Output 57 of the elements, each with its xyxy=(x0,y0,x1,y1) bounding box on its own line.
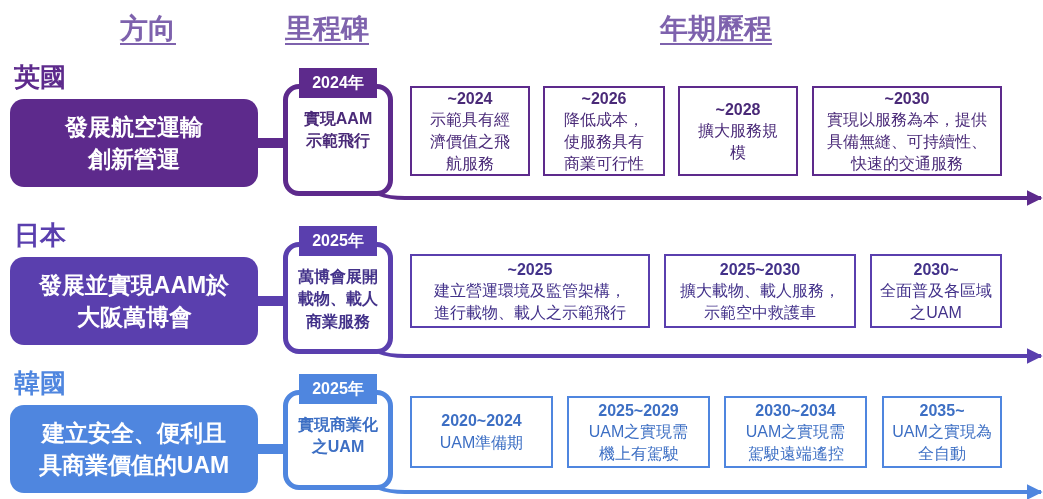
period-heading: ~2025 xyxy=(507,259,553,280)
period-heading: ~2028 xyxy=(715,99,761,120)
timeline-box xyxy=(678,86,798,176)
country-name: 韓國 xyxy=(14,367,66,400)
year-tab: 2024年 xyxy=(299,68,377,98)
period-text: 實現以服務為本，提供具備無縫、可持續性、快速的交通服務 xyxy=(826,110,988,174)
direction-box xyxy=(10,257,258,345)
period-text: 降低成本，使服務具有商業可行性 xyxy=(563,110,645,174)
period-heading: 2025~2029 xyxy=(598,400,679,421)
period-text: UAM之實現需機上有駕駛 xyxy=(587,422,690,464)
period-heading: ~2024 xyxy=(447,88,493,109)
period-heading: 2020~2024 xyxy=(441,411,522,432)
year-tab: 2025年 xyxy=(299,226,377,256)
period-heading: 2025~2030 xyxy=(719,259,801,280)
timeline-box xyxy=(882,396,1002,468)
timeline-box xyxy=(410,396,553,468)
column-heading: 里程碑 xyxy=(285,12,369,46)
period-text: 全面普及各區域之UAM xyxy=(880,281,992,323)
direction-box xyxy=(10,405,258,493)
period-text: UAM之實現為全自動 xyxy=(892,422,992,464)
timeline-box xyxy=(410,86,530,176)
connector xyxy=(258,138,283,148)
timeline-box xyxy=(870,254,1002,328)
timeline-arrow xyxy=(378,190,1043,206)
timeline-box xyxy=(812,86,1002,176)
timeline-arrow xyxy=(378,484,1043,499)
period-text: 擴大服務規模 xyxy=(697,121,779,163)
direction-text: 發展航空運輸創新營運 xyxy=(64,112,204,174)
period-text: UAM準備期 xyxy=(439,433,524,453)
country-name: 英國 xyxy=(14,61,66,94)
period-text: 示範具有經濟價值之飛航服務 xyxy=(429,110,511,174)
period-heading: 2035~ xyxy=(919,400,965,421)
timeline-box xyxy=(410,254,650,328)
milestone-text: 萬博會展開載物、載人商業服務 xyxy=(297,267,379,332)
timeline-box xyxy=(724,396,867,468)
period-text: 擴大載物、載人服務，示範空中救護車 xyxy=(679,281,841,323)
timeline-box xyxy=(567,396,710,468)
timeline-box xyxy=(664,254,856,328)
milestone-text: 實現AAM示範飛行 xyxy=(302,109,374,152)
period-heading: ~2030 xyxy=(884,88,930,109)
milestone-text: 實現商業化之UAM xyxy=(297,415,379,458)
period-text: 建立營運環境及監管架構，進行載物、載人之示範飛行 xyxy=(433,281,627,323)
period-heading: 2030~ xyxy=(913,259,959,280)
country-name: 日本 xyxy=(14,219,66,252)
year-tab: 2025年 xyxy=(299,374,377,404)
column-heading: 年期歷程 xyxy=(660,12,772,46)
connector xyxy=(258,296,283,306)
column-heading: 方向 xyxy=(120,12,176,46)
direction-text: 建立安全、便利且具商業價值的UAM xyxy=(37,418,231,480)
timeline-box xyxy=(543,86,665,176)
period-text: UAM之實現需駕駛遠端遙控 xyxy=(744,422,847,464)
period-heading: ~2026 xyxy=(581,88,627,109)
period-heading: 2030~2034 xyxy=(755,400,836,421)
timeline-arrow xyxy=(378,348,1043,364)
direction-text: 發展並實現AAM於大阪萬博會 xyxy=(37,270,231,332)
direction-box xyxy=(10,99,258,187)
connector xyxy=(258,444,283,454)
